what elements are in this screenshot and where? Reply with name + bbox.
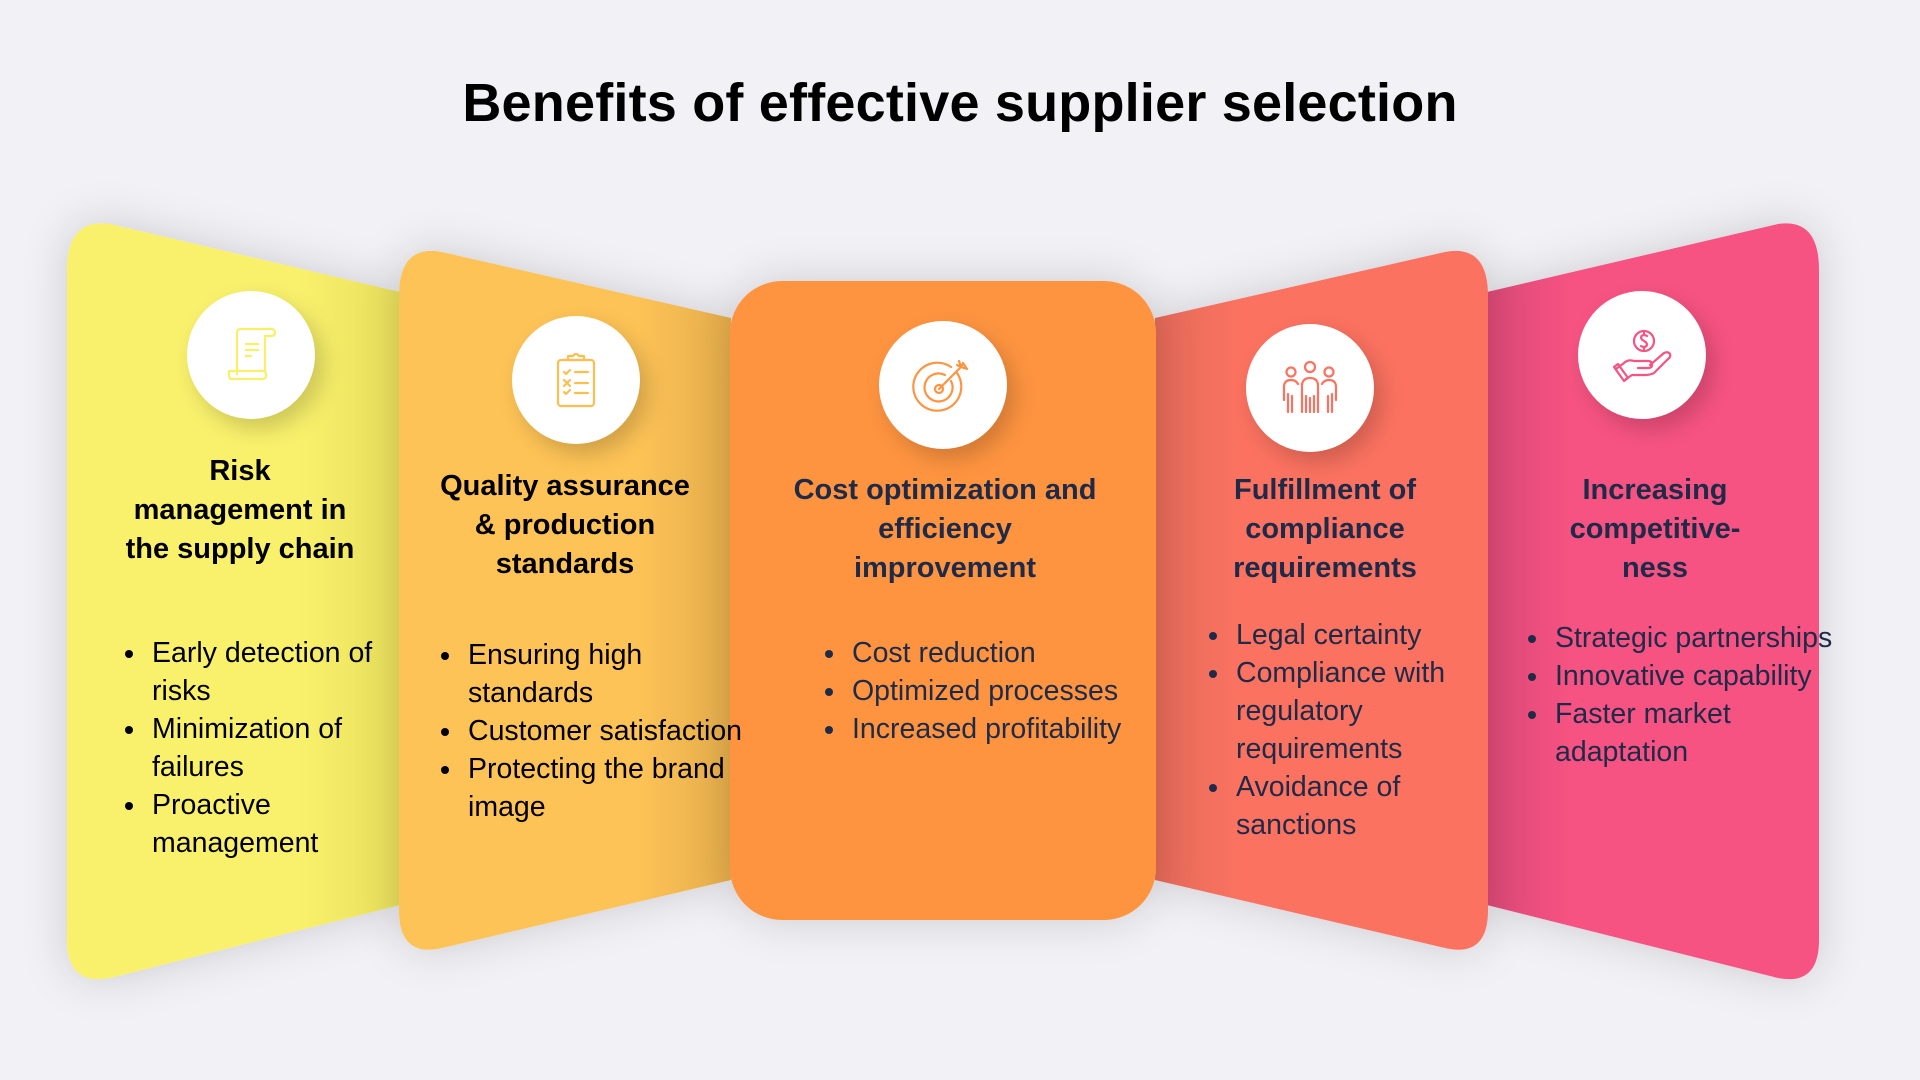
panel-5-shape [1487, 223, 1819, 980]
list-item: Proactive management [148, 786, 418, 862]
heading-line: competitive- [1569, 513, 1741, 545]
panel-1-shape [67, 223, 400, 980]
list-item: Compliance with regulatory requirements [1232, 654, 1522, 768]
list-item: Strategic partnerships [1551, 619, 1841, 657]
list-item: Early detection of risks [148, 634, 418, 710]
heading-line: the supply chain [125, 533, 355, 565]
list-item: Avoidance of sanctions [1232, 768, 1522, 844]
list-item: Ensuring high standards [464, 636, 744, 712]
list-item: Legal certainty [1232, 616, 1522, 654]
list-item: Cost reduction [848, 634, 1148, 672]
heading-line: & production [474, 509, 656, 541]
list-item: Optimized processes [848, 672, 1148, 710]
heading-line: management in [133, 494, 347, 526]
list-item: Minimization of failures [148, 710, 418, 786]
benefit-list: Ensuring high standards Customer satisfa… [430, 636, 744, 826]
heading-line: Increasing [1582, 474, 1728, 506]
heading-line: ness [1621, 552, 1689, 584]
card-heading: Risk management in the supply chain [90, 452, 390, 569]
card-heading: Fulfillment of compliance requirements [1170, 471, 1480, 588]
hand-coin-dollar-icon [1578, 291, 1706, 419]
heading-line: efficiency [878, 513, 1012, 545]
page-title: Benefits of effective supplier selection [462, 73, 1458, 133]
heading-line: standards [495, 548, 635, 580]
list-item: Protecting the brand image [464, 750, 744, 826]
heading-line: Cost optimization and [793, 474, 1097, 506]
heading-line: compliance [1245, 513, 1405, 545]
heading-line: Fulfillment of [1233, 474, 1417, 506]
heading-line: Quality assurance [440, 470, 690, 502]
benefit-list: Cost reduction Optimized processes Incre… [814, 634, 1148, 748]
heading-line: Risk [209, 455, 271, 487]
heading-line: requirements [1233, 552, 1417, 584]
card-heading: Quality assurance & production standards [415, 467, 715, 584]
list-item: Innovative capability [1551, 657, 1841, 695]
card-heading: Increasing competitive- ness [1500, 471, 1810, 588]
benefit-list: Strategic partnerships Innovative capabi… [1517, 619, 1841, 771]
panel-2-shape [399, 250, 731, 950]
scroll-document-icon [187, 291, 315, 419]
list-item: Faster market adaptation [1551, 695, 1841, 771]
card-heading: Cost optimization and efficiency improve… [760, 471, 1130, 588]
list-item: Increased profitability [848, 710, 1148, 748]
clipboard-checklist-icon [512, 316, 640, 444]
list-item: Customer satisfaction [464, 712, 744, 750]
people-group-icon [1246, 324, 1374, 452]
benefit-list: Legal certainty Compliance with regulato… [1198, 616, 1522, 844]
target-arrow-icon [879, 321, 1007, 449]
panel-4-shape [1155, 250, 1488, 950]
heading-line: improvement [853, 552, 1037, 584]
panel-3-shape [730, 281, 1156, 920]
benefit-list: Early detection of risks Minimization of… [114, 634, 418, 862]
